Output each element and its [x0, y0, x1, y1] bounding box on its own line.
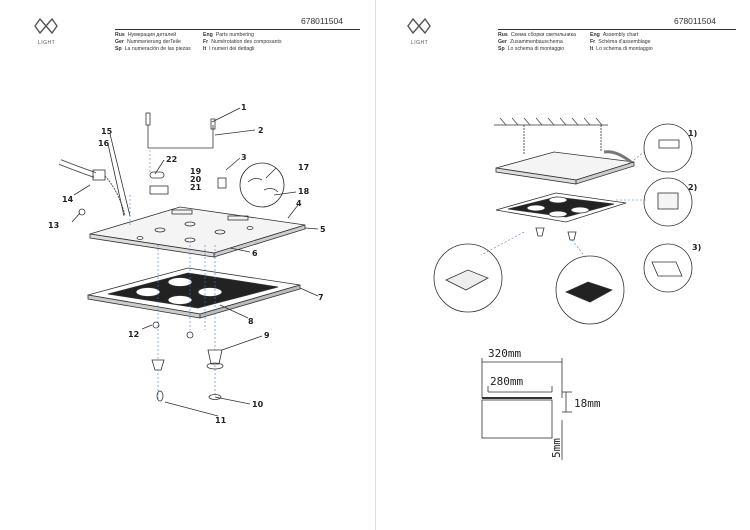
part-number-8: 8 — [248, 317, 254, 326]
brand-name: LIGHT — [38, 40, 56, 46]
part-number-16: 16 — [98, 139, 110, 148]
part-number-1: 1 — [241, 103, 247, 112]
assembly-diagram: 1) 2) 3) 320mm 280mm 18mm 5mm — [433, 117, 701, 460]
dimension-width-inner: 280mm — [490, 375, 523, 388]
part-number-13: 13 — [48, 221, 59, 230]
part-number-7: 7 — [318, 293, 324, 302]
part-number-20: 20 — [190, 175, 202, 184]
part-number-15: 15 — [101, 127, 113, 136]
part-number-9: 9 — [264, 331, 270, 340]
brand-name: LIGHT — [411, 40, 429, 46]
product-code: 678011504 — [301, 16, 343, 26]
part-number-12: 12 — [128, 330, 139, 339]
part-number-2: 2 — [258, 126, 264, 135]
header-rule — [115, 29, 360, 30]
part-number-19: 19 — [190, 167, 202, 176]
part-number-17: 17 — [298, 163, 309, 172]
part-number-6: 6 — [252, 249, 258, 258]
part-number-14: 14 — [62, 195, 74, 204]
product-code: 678011504 — [674, 16, 716, 26]
header-rule — [498, 29, 736, 30]
dimension-height: 18mm — [574, 397, 601, 410]
dimension-width-outer: 320mm — [488, 347, 521, 360]
step-label-1: 1) — [688, 129, 697, 138]
part-number-21: 21 — [190, 183, 202, 192]
step-label-2: 2) — [688, 183, 697, 192]
part-number-5: 5 — [320, 225, 326, 234]
part-number-3: 3 — [241, 153, 247, 162]
part-number-11: 11 — [215, 416, 227, 425]
step-label-3: 3) — [692, 243, 701, 252]
part-number-22: 22 — [166, 155, 177, 164]
part-number-10: 10 — [252, 400, 264, 409]
part-number-18: 18 — [298, 187, 310, 196]
brand-logo-icon — [33, 15, 59, 45]
brand-logo-icon — [406, 15, 432, 45]
dimension-depth: 5mm — [550, 438, 563, 458]
part-number-4: 4 — [296, 199, 302, 208]
exploded-parts-diagram: 1 2 3 4 5 6 7 8 9 10 11 12 13 14 15 16 1… — [48, 103, 326, 425]
